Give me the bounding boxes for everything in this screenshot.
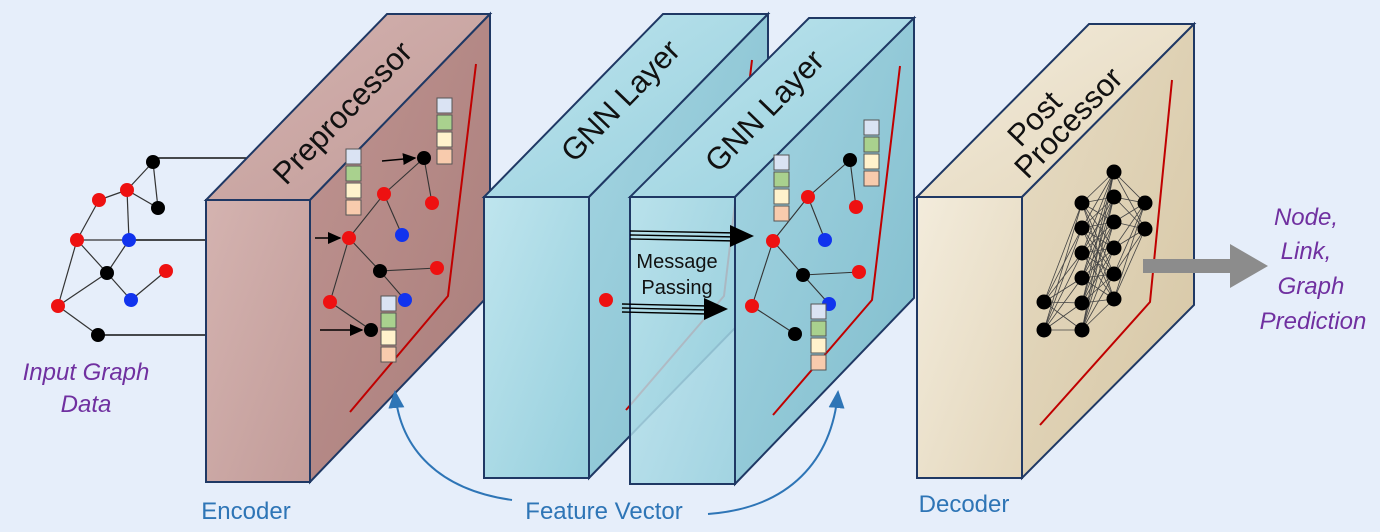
output-arrow [1143,244,1268,288]
nn-node [1074,220,1090,236]
nn-node [1106,164,1122,180]
neural-network [1036,164,1153,338]
nn-node [1106,240,1122,256]
nn-node [1074,322,1090,338]
decoder-caption: Decoder [919,491,1010,518]
nn-node [1137,221,1153,237]
feature-vector-pre-2 [436,97,453,165]
nn-edge [1081,221,1115,331]
nn-node [1137,195,1153,211]
post-processor-front [916,196,1023,479]
nn-edge [1081,247,1115,331]
nn-node [1106,214,1122,230]
nn-edge [1113,202,1146,275]
feature-vector-gnn-2 [863,119,880,187]
nn-node [1074,270,1090,286]
output-label-line1: Node, [1274,204,1338,231]
nn-node [1074,245,1090,261]
preprocessor-red-line [349,63,477,413]
input-graph-edges-to-encoder [98,157,258,336]
post-processor-red-line [1039,79,1173,426]
feature-vector-curve-right [707,390,845,515]
nn-node [1106,266,1122,282]
feature-vector-gnn-1 [773,154,790,222]
message-arrowhead-2 [704,298,728,320]
nn-edge [1043,202,1083,303]
gnn-layer-2-block: GNN Layer [627,15,917,487]
nn-edge [1043,302,1083,331]
input-label-line2: Data [61,391,112,418]
output-label-line2: Link, [1281,238,1332,265]
encoder-caption: Encoder [201,498,290,525]
post-processor-block: Post Processor [914,21,1197,481]
nn-node [1074,195,1090,211]
nn-edge [1043,252,1083,303]
nn-edge [1113,202,1146,300]
nn-edge [1081,171,1115,279]
nn-edge [1043,227,1083,303]
nn-edge [1043,301,1083,331]
input-label-line1: Input Graph [23,359,150,386]
gnn-layer-2-red-line [772,65,901,416]
output-label-line3: Graph [1278,273,1345,300]
nn-edge [1081,171,1115,254]
feature-vector-gnn-3 [810,303,827,371]
nn-edge [1043,252,1083,331]
feature-vector-curve-left [388,390,513,501]
nn-edge [1081,171,1115,229]
message-passing: Message Passing [621,225,754,320]
nn-node [1074,295,1090,311]
feature-vector-caption: Feature Vector [525,498,682,525]
nn-node [1036,294,1052,310]
nn-edge [1043,227,1083,331]
output-label-line4: Prediction [1260,308,1367,335]
preprocessor-front [205,199,311,483]
message-label-line2: Passing [641,277,712,299]
input-graph [51,155,258,342]
gnn-layer-1-front [483,196,590,479]
feature-vector-pre-1 [345,148,362,216]
nn-node [1036,322,1052,338]
nn-node [1106,291,1122,307]
nn-node [1106,189,1122,205]
message-label-line1: Message [636,251,717,273]
nn-edge [1081,273,1115,331]
preprocessor-block: Preprocessor [203,11,493,485]
feature-vector-pre-3 [380,295,397,363]
nn-edge [1043,277,1083,331]
gnn-layer-2-front [629,196,736,485]
message-arrowhead-1 [730,225,754,247]
nn-edge [1113,228,1146,300]
nn-edge [1113,202,1146,249]
